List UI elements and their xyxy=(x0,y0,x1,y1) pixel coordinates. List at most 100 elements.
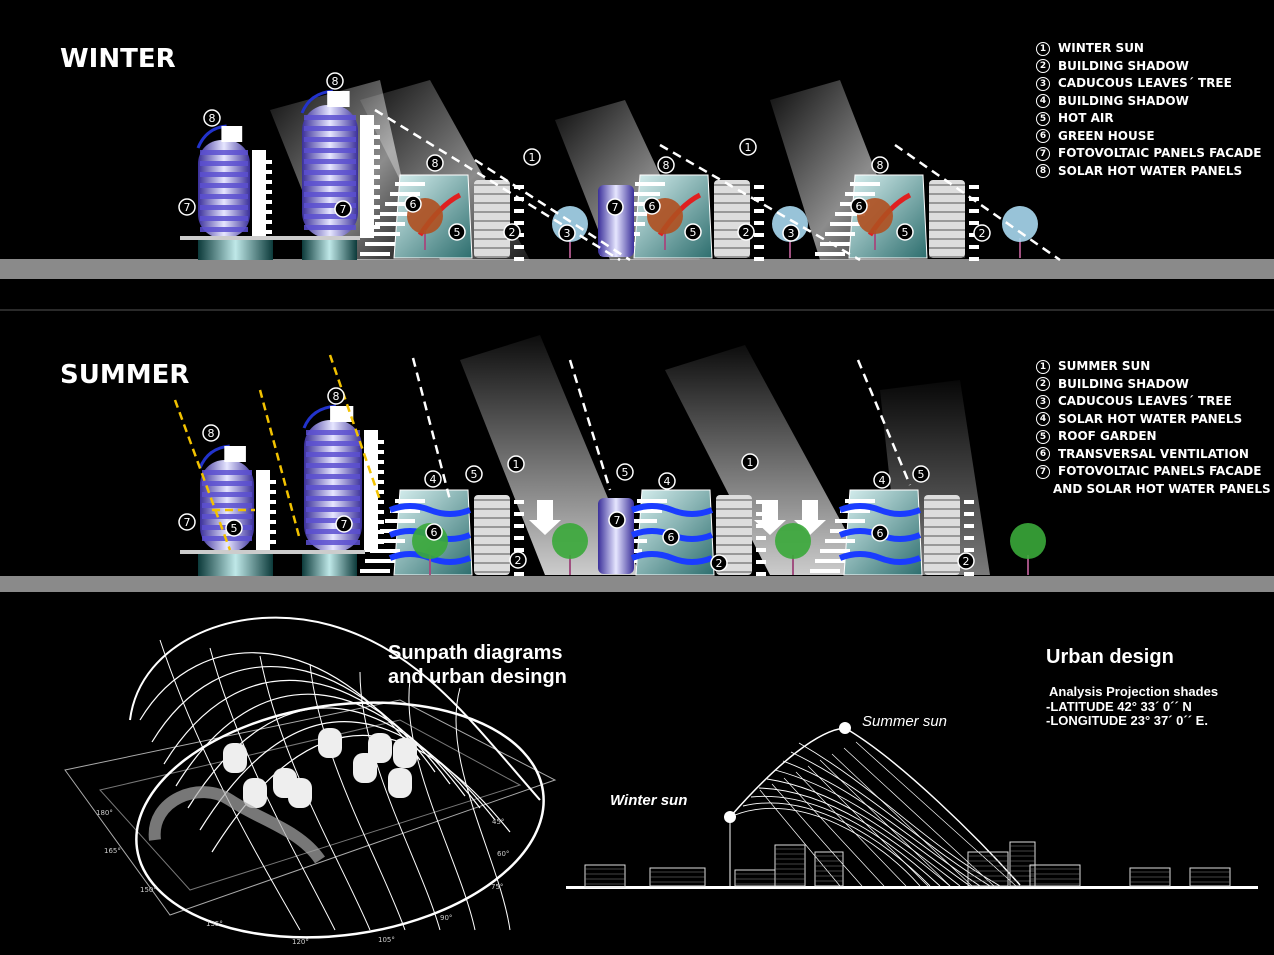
marker-number: 2 xyxy=(979,227,986,240)
urban-analysis-text: Analysis Projection shades -LATITUDE 42°… xyxy=(1046,684,1219,729)
terrace-step xyxy=(370,549,400,553)
degree-label: 150° xyxy=(140,886,157,894)
number-marker: 1 xyxy=(523,148,541,166)
marker-number: 5 xyxy=(622,466,629,479)
tower-small xyxy=(598,498,634,574)
pv-band xyxy=(202,470,252,475)
degree-label: 180° xyxy=(96,809,113,817)
sun-path-arc xyxy=(774,769,971,887)
tree-crown xyxy=(1002,206,1038,242)
degree-label: 120° xyxy=(292,938,309,946)
summer-ground xyxy=(0,576,1274,592)
marker-circle xyxy=(178,198,196,216)
legend-label: CADUCOUS LEAVES´ TREE xyxy=(1058,76,1232,90)
pv-band xyxy=(306,430,360,435)
tree-crown xyxy=(775,523,811,559)
balcony xyxy=(266,160,272,164)
pv-band xyxy=(200,205,248,210)
legend-label: TRANSVERSAL VENTILATION xyxy=(1058,446,1249,461)
marker-number: 1 xyxy=(747,456,754,469)
terrace-step xyxy=(835,519,865,523)
balcony xyxy=(514,524,524,528)
pv-band xyxy=(202,481,252,486)
marker-circle xyxy=(465,465,483,483)
number-marker: 6 xyxy=(662,528,680,546)
marker-circle xyxy=(871,156,889,174)
number-marker: 6 xyxy=(850,197,868,215)
shadow-line xyxy=(894,143,1061,262)
marker-number: 4 xyxy=(879,474,886,487)
balcony xyxy=(754,209,764,213)
balcony xyxy=(964,548,974,552)
marker-circle xyxy=(871,524,889,542)
balcony xyxy=(270,540,276,544)
terrace-step xyxy=(815,252,845,256)
terrace-step xyxy=(370,232,400,236)
sun-path-arc xyxy=(742,802,931,887)
winter-ground xyxy=(0,259,1274,279)
legend-label: CADUCOUS LEAVES´ TREE xyxy=(1058,394,1232,408)
balcony xyxy=(266,170,272,174)
marker-number: 7 xyxy=(614,514,621,527)
pv-band xyxy=(306,529,360,534)
ventilation-arrow xyxy=(838,551,922,565)
balcony xyxy=(964,572,974,576)
legend-number: 4 xyxy=(1036,94,1050,109)
site-outline xyxy=(64,699,557,916)
terrace-step xyxy=(360,569,390,573)
sunpath-title: Sunpath diagrams and urban desingn xyxy=(388,641,567,689)
marker-circle xyxy=(737,223,755,241)
down-arrow xyxy=(529,500,561,535)
marker-number: 2 xyxy=(743,226,750,239)
terrace-step xyxy=(815,559,845,563)
legend-label: SOLAR HOT WATER PANELS xyxy=(1058,163,1243,178)
marker-number: 8 xyxy=(877,159,884,172)
legend-label: ROOF GARDEN xyxy=(1058,429,1157,443)
balcony xyxy=(374,205,380,209)
number-marker: 4 xyxy=(424,470,442,488)
marker-number: 6 xyxy=(877,527,884,540)
balcony xyxy=(378,460,384,464)
balcony xyxy=(754,233,764,237)
sun-path-arc xyxy=(790,751,991,887)
number-marker: 7 xyxy=(608,511,626,529)
balcony xyxy=(964,536,974,540)
number-marker: 8 xyxy=(202,424,220,442)
down-arrow xyxy=(754,500,786,535)
sun-path-arc xyxy=(163,679,451,785)
elevation-building xyxy=(774,844,806,887)
pv-band xyxy=(306,507,360,512)
urban-design-elevation xyxy=(566,722,1258,889)
marker-number: 6 xyxy=(856,200,863,213)
pv-band xyxy=(306,441,360,446)
hour-line xyxy=(819,759,951,887)
marker-number: 4 xyxy=(430,473,437,486)
number-marker: 5 xyxy=(616,463,634,481)
number-marker: 7 xyxy=(178,198,196,216)
pv-band xyxy=(304,137,356,142)
pv-band xyxy=(200,172,248,177)
marker-circle xyxy=(203,109,221,127)
marker-circle xyxy=(507,455,525,473)
marker-circle xyxy=(873,471,891,489)
balcony xyxy=(270,500,276,504)
analysis-line: Analysis Projection shades xyxy=(1049,684,1219,699)
terrace-step xyxy=(850,182,880,186)
hour-line xyxy=(783,777,885,887)
legend-label: SUMMER SUN xyxy=(1058,359,1151,373)
balcony xyxy=(514,221,524,225)
balcony xyxy=(374,185,380,189)
terrace-step xyxy=(385,519,415,523)
sun-dome xyxy=(129,616,541,801)
number-marker: 8 xyxy=(326,72,344,90)
sun-path-arc xyxy=(758,787,951,887)
number-marker: 3 xyxy=(782,224,800,242)
sunpath-title-line1: Sunpath diagrams xyxy=(388,642,563,664)
ground-line xyxy=(566,886,1258,889)
legend-number: 1 xyxy=(1036,41,1050,56)
